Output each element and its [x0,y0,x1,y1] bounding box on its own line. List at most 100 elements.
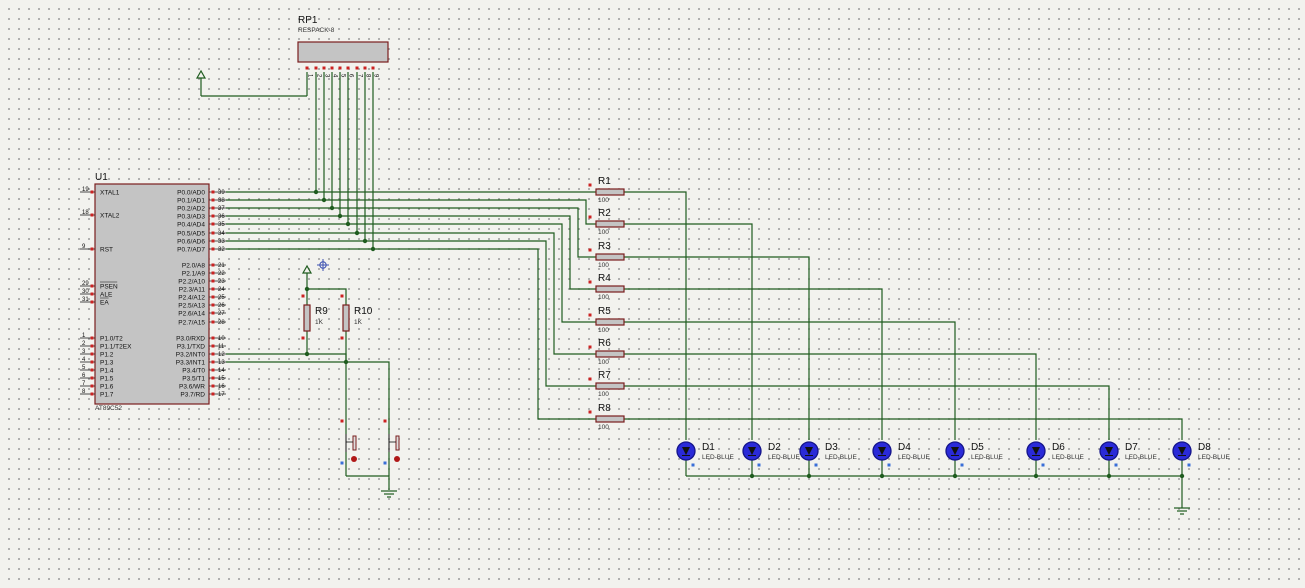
u1-right-pin-name: P2.3/A11 [179,287,206,294]
u1-right-pin-name: P0.1/AD1 [177,198,205,205]
pin-marker [588,345,592,349]
led-symbol-icon [951,447,959,455]
rp1-body[interactable] [297,41,389,63]
u1-right-pin-name: P2.0/A8 [182,263,206,270]
led-ref: D8 [1198,442,1211,453]
wire [226,240,596,387]
resistor-value: 100 [598,359,609,366]
rp1-pin-number: 9 [373,74,379,78]
button-actuator [352,435,357,451]
u1-left-pin-name: P1.7 [100,392,114,399]
u1-left-pin-number: 30 [82,289,89,295]
u1-left-pin-name: P1.3 [100,360,114,367]
pin-marker [211,392,215,396]
pin-marker [90,190,94,194]
pin-marker [371,66,375,70]
led-ref: D4 [898,442,911,453]
u1-left-pin-number: 31 [82,297,89,303]
pin-marker [887,463,891,467]
resistor-body [595,318,625,326]
led-value: LED-BLUE [971,454,1003,461]
pin-marker [211,279,215,283]
pin-marker [340,294,344,298]
led-symbol-icon [805,447,813,455]
u1-right-pin-number: 39 [218,190,225,196]
u1-right-pin-number: 16 [218,384,225,390]
junction-dot [354,230,360,236]
wire [624,353,1037,440]
resistor-body [303,304,311,332]
pin-marker [340,461,344,465]
pin-marker [588,183,592,187]
u1-left-pin-number: 5 [82,365,86,371]
pin-marker [355,66,359,70]
u1-right-pin-name: P2.1/A9 [182,271,206,278]
pin-marker [90,360,94,364]
led-symbol-icon [1032,447,1040,455]
pin-marker [691,463,695,467]
resistor-ref: R1 [598,176,611,187]
u1-left-pin-name: RST [100,247,113,254]
pin-marker [211,376,215,380]
wire [624,418,1183,440]
button-indicator [394,456,400,462]
u1-right-pin-name: P2.7/A15 [178,320,205,327]
u1-right-pin-number: 12 [218,352,225,358]
led-symbol-icon [1178,447,1186,455]
u1-right-pin-number: 11 [218,344,225,350]
resistor-body [595,350,625,358]
pin-marker [211,384,215,388]
led-ref: D5 [971,442,984,453]
u1-body[interactable] [94,183,210,405]
pin-marker [211,206,215,210]
junction-dot [370,246,376,252]
u1-left-pin-name: XTAL2 [100,213,120,220]
u1-right-pin-number: 32 [218,247,225,253]
u1-right-pin-number: 25 [218,295,225,301]
u1-left-pin-number: 8 [82,389,86,395]
pin-marker [305,66,309,70]
u1-right-pin-number: 37 [218,206,225,212]
u1-right-pin-number: 23 [218,279,225,285]
pin-marker [211,263,215,267]
resistor-value: 100 [598,391,609,398]
pin-marker [211,239,215,243]
rp1-pin-number: 7 [357,74,363,78]
u1-right-pin-name: P2.2/A10 [178,279,205,286]
wire [226,361,390,427]
junction-dot [329,205,335,211]
pin-marker [211,231,215,235]
resistor-value: 1K [354,319,363,326]
led-array: D1LED-BLUED2LED-BLUED3LED-BLUED4LED-BLUE… [676,441,1230,467]
wire [624,385,1110,440]
wire [307,353,347,362]
led-value: LED-BLUE [1125,454,1157,461]
resistor-ref: R4 [598,273,611,284]
led-ref: D6 [1052,442,1065,453]
pin-marker [211,247,215,251]
pin-marker [211,214,215,218]
rp1-pin-number: 6 [348,74,354,78]
wire [624,256,810,440]
wire [226,232,596,355]
wire [624,321,956,440]
resistor-ref: R5 [598,306,611,317]
u1-right-pin-number: 10 [218,336,225,342]
pin-marker [588,215,592,219]
pin-marker [90,352,94,356]
pin-marker [757,463,761,467]
u1-left-pin-name: ALE [100,292,113,299]
led-symbol-icon [682,447,690,455]
resistor-body [595,285,625,293]
pin-marker [211,222,215,226]
